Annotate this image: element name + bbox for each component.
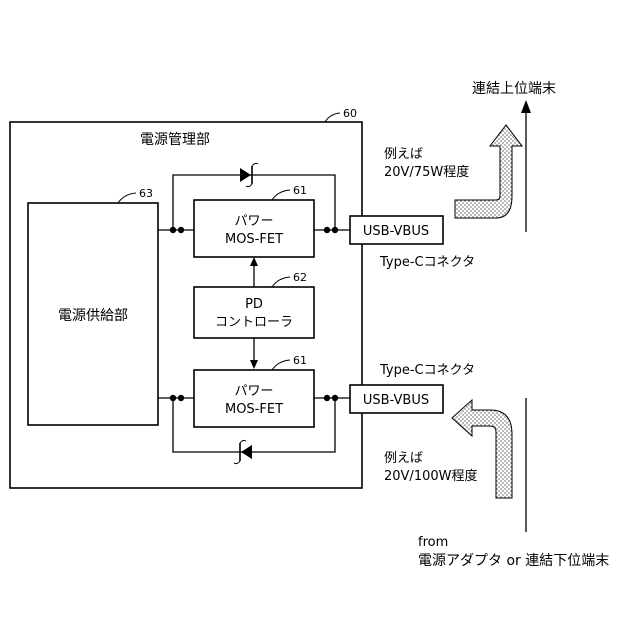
pd-controller-label-line2: コントローラ (215, 315, 293, 330)
upper-example-line1: 例えば (384, 147, 423, 162)
upstream-line-arrowhead (521, 100, 531, 113)
power-management-ref-leader (325, 113, 340, 122)
power-supply-label: 電源供給部 (58, 308, 128, 324)
upper-mosfet-ref: 61 (293, 184, 307, 197)
pd-controller-box (194, 287, 314, 338)
lower-power-mosfet-label-line1: パワー (234, 384, 273, 399)
pd-controller-ref: 62 (293, 271, 307, 284)
upper-mosfet-ref-leader (272, 190, 290, 200)
lower-example-line1: 例えば (384, 451, 423, 466)
power-management-ref: 60 (343, 107, 357, 120)
lower-usb-vbus-label: USB-VBUS (363, 393, 429, 408)
lower-power-mosfet-label-line2: MOS-FET (225, 402, 283, 417)
power-supply-ref-leader (118, 193, 136, 203)
lower-mosfet-ref: 61 (293, 354, 307, 367)
lower-example-line2: 20V/100W程度 (384, 468, 477, 484)
pd-to-lower-mosfet-arrowhead (250, 360, 258, 369)
upper-example-line2: 20V/75W程度 (384, 164, 469, 180)
power-management-box (10, 122, 362, 488)
upper-power-mosfet-label-line2: MOS-FET (225, 232, 283, 247)
pd-controller-ref-leader (272, 277, 290, 287)
source-label-line2: 電源アダプタ or 連結下位端末 (418, 553, 609, 569)
power-management-label: 電源管理部 (140, 132, 210, 148)
power-supply-ref: 63 (139, 187, 153, 200)
pd-to-upper-mosfet-arrowhead (250, 257, 258, 266)
pd-controller-label-line1: PD (245, 297, 263, 312)
source-label-line1: from (418, 535, 448, 550)
upper-power-mosfet-label-line1: パワー (234, 214, 273, 229)
upper-usb-vbus-label: USB-VBUS (363, 224, 429, 239)
upstream-terminal-label: 連結上位端末 (472, 81, 556, 97)
lower-connector-label: Type-Cコネクタ (379, 363, 475, 378)
upper-connector-label: Type-Cコネクタ (379, 255, 475, 270)
lower-mosfet-ref-leader (272, 360, 290, 370)
